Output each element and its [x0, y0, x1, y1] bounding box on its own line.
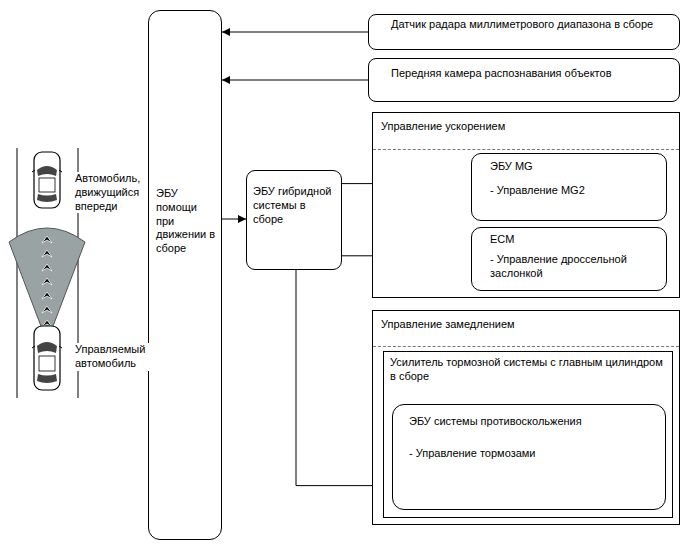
driving-support-ecu-label: ЭБУ помощи при движении в сборе: [156, 187, 217, 256]
hybrid-ecu-label: ЭБУ гибридной системы в сборе: [253, 185, 336, 226]
signal-arrow: [222, 219, 246, 220]
radar-label: Датчик радара миллиметрового диапазона в…: [391, 18, 673, 32]
radar-waves: [42, 236, 52, 327]
ecu-box: ECM - Управление дроссельной заслонкой: [471, 227, 667, 291]
own-car: [32, 326, 62, 390]
group-box: Управление ускорениемЭБУ MG - Управление …: [372, 112, 680, 298]
ecu-title: ECM: [490, 233, 660, 247]
function-text: - Управление тормозами: [409, 447, 659, 461]
ecu-box: ЭБУ системы противоскольжения - Управлени…: [392, 404, 666, 510]
ecu-box: ЭБУ помощи при движении в сборе: [148, 10, 222, 540]
leading-car: [32, 152, 62, 208]
group-heading: Управление ускорением: [381, 120, 673, 134]
dashed-divider: [373, 149, 679, 150]
function-text: - Управление дроссельной заслонкой: [490, 253, 660, 281]
signal-arrow: [222, 80, 368, 81]
ecu-title: ЭБУ MG: [490, 160, 660, 174]
signal-arrow: [222, 32, 368, 33]
ecu-box: ЭБУ MG - Управление MG2: [471, 153, 667, 221]
ecu-box: ЭБУ гибридной системы в сборе: [246, 170, 342, 270]
sensor-box: Датчик радара миллиметрового диапазона в…: [368, 14, 680, 50]
function-text: - Управление MG2: [490, 184, 660, 198]
vehicle-label: Управляемый автомобиль: [75, 343, 151, 371]
assembly-heading: Усилитель тормозной системы с главным ци…: [390, 356, 666, 384]
radar-fan: [9, 228, 85, 342]
group-box: Управление замедлениемУсилитель тормозно…: [372, 310, 680, 525]
group-heading: Управление замедлением: [381, 318, 673, 332]
vehicle-label: Автомобиль, движущийся впереди: [75, 172, 147, 213]
ecu-title: ЭБУ системы противоскольжения: [409, 415, 659, 429]
sensor-box: Передняя камера распознавания объектов: [368, 58, 680, 102]
camera-label: Передняя камера распознавания объектов: [391, 67, 673, 81]
dashed-divider: [373, 346, 679, 347]
assembly-box: Усилитель тормозной системы с главным ци…: [383, 351, 673, 518]
road-line: [16, 148, 18, 398]
